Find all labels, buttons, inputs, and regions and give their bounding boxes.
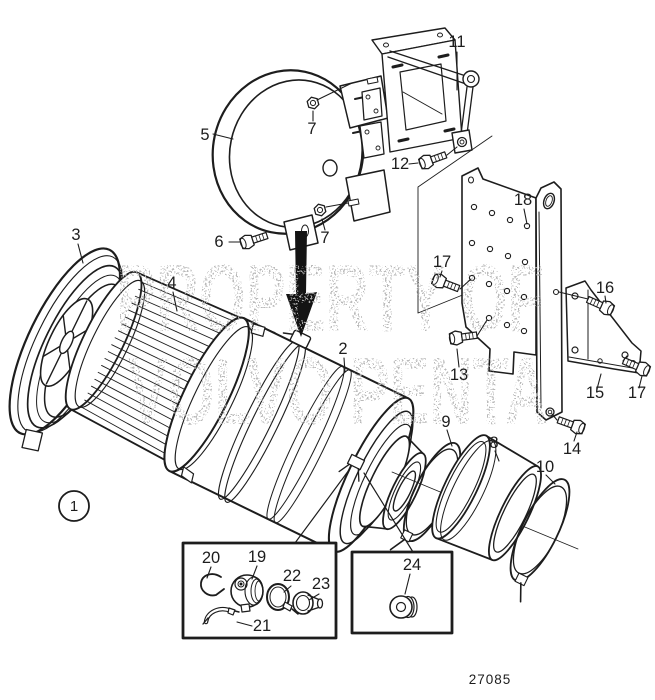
callout-14: 14 — [563, 440, 581, 458]
watermark-line-1: PROPERTY OF — [116, 245, 544, 352]
callout-4: 4 — [167, 274, 176, 292]
part-20-clip — [200, 573, 225, 597]
callout-2: 2 — [338, 340, 347, 358]
callout-11: 11 — [448, 33, 465, 51]
part-15-support-bracket — [565, 280, 642, 374]
callout-12: 12 — [391, 155, 409, 173]
part-10-hose-clamp — [509, 478, 571, 603]
watermark: PROPERTY OF VOLVO PENTA — [116, 245, 548, 445]
bracket-handle — [389, 50, 470, 78]
hinge-plate — [361, 87, 383, 121]
callout-17a: 17 — [433, 253, 451, 271]
part-11-upper-bracket — [352, 27, 480, 159]
callout-16: 16 — [596, 279, 614, 297]
leader-lines — [77, 51, 643, 627]
callout-22: 22 — [283, 567, 301, 585]
watermark-line-2: VOLVO PENTA — [128, 338, 548, 445]
part-8-connector-sleeve — [431, 434, 542, 562]
assembly-ref-circle — [58, 490, 90, 522]
callout-9: 9 — [441, 413, 450, 431]
callout-24: 24 — [403, 556, 421, 574]
inset-box-drain-valve — [181, 469, 414, 640]
clamp-buckle — [289, 329, 312, 349]
bolt-12 — [416, 147, 449, 172]
callout-5: 5 — [200, 126, 209, 144]
callout-1: 1 — [70, 498, 78, 515]
callout-labels: 1 2 3 4 5 6 7 7 8 9 10 11 12 13 14 15 16… — [70, 33, 646, 635]
assembly-direction-arrow — [286, 231, 317, 337]
part-22-clamp — [266, 583, 290, 611]
callout-10: 10 — [536, 458, 554, 476]
callout-7a: 7 — [307, 120, 316, 138]
bolt-14 — [555, 412, 588, 437]
housing-latch — [180, 466, 195, 484]
nut-7b — [312, 202, 328, 218]
callout-8: 8 — [489, 434, 498, 452]
callout-6: 6 — [214, 233, 223, 251]
drawing-number: 27085 — [469, 672, 512, 687]
callout-21: 21 — [253, 617, 271, 635]
stud — [347, 198, 360, 207]
callout-18: 18 — [514, 191, 532, 209]
callout-15: 15 — [586, 384, 604, 402]
housing-latch — [250, 323, 266, 337]
part-5-clamp-ring — [211, 69, 391, 251]
callout-19: 19 — [248, 548, 266, 566]
mounting-plane-outline — [417, 135, 493, 314]
plate-holes — [468, 203, 531, 335]
inset-box-plug — [350, 550, 454, 635]
part-2-filter-housing — [163, 316, 427, 553]
nut-7a — [305, 95, 321, 111]
callout-20: 20 — [202, 549, 220, 567]
stud — [366, 76, 379, 85]
callout-3: 3 — [71, 226, 80, 244]
callout-23: 23 — [312, 575, 330, 593]
callout-13: 13 — [450, 366, 468, 384]
drain-port — [338, 453, 366, 482]
part-18-mounting-plate — [461, 167, 563, 421]
callout-17b: 17 — [628, 384, 646, 402]
part-19-drain-valve — [230, 574, 264, 608]
callout-7b: 7 — [320, 229, 329, 247]
hinge-plate — [359, 121, 385, 159]
